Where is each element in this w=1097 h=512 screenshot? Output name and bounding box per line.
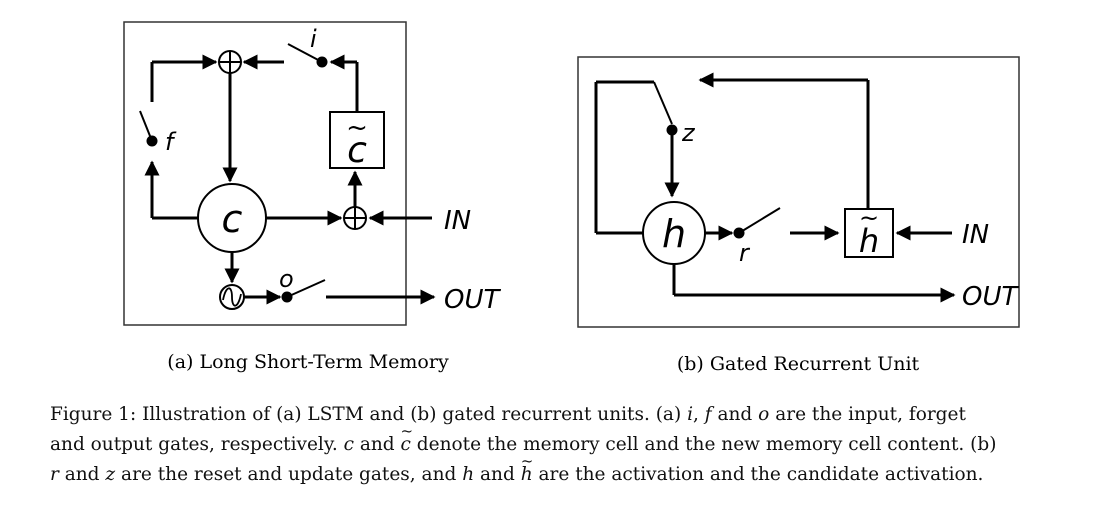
gru-reset-gate-label: r [739, 239, 751, 267]
lstm-right-adder [343, 206, 367, 230]
lstm-tanh-node [219, 284, 245, 310]
caption-var-i: i [687, 404, 693, 425]
gru-diagram: h ~ h IN OUT z r (b) Gated Recurrent Uni… [577, 56, 1020, 375]
gru-subcaption: (b) Gated Recurrent Unit [677, 353, 920, 375]
gru-candidate-label: h [859, 222, 879, 260]
gru-update-gate-label: z [681, 119, 696, 147]
lstm-frame [123, 21, 407, 326]
lstm-output-switch [286, 279, 326, 298]
gru-output-label: OUT [962, 282, 1019, 312]
gru-candidate-tilde: ~ [859, 204, 879, 232]
lstm-output-label: OUT [444, 285, 501, 315]
caption-var-f: f [704, 404, 712, 425]
caption-var-r: r [50, 464, 59, 485]
caption-var-o: o [758, 404, 770, 425]
caption-var-c-tilde: c [401, 416, 412, 460]
lstm-candidate-label: c [347, 130, 367, 171]
lstm-subcaption: (a) Long Short-Term Memory [167, 351, 449, 373]
gru-update-switch [653, 81, 673, 125]
figure-caption: Figure 1: Illustration of (a) LSTM and (… [50, 400, 1070, 490]
lstm-input-gate-label: i [310, 25, 317, 53]
caption-var-h: h [462, 464, 475, 485]
caption-line-1: Figure 1: Illustration of (a) LSTM and (… [50, 404, 966, 425]
gru-candidate-box [844, 208, 894, 258]
lstm-forget-gate-dot [146, 135, 158, 147]
lstm-memory-cell-label: c [222, 197, 243, 241]
lstm-output-gate-label: o [279, 265, 294, 293]
gru-reset-switch [738, 207, 781, 234]
caption-var-c: c [343, 434, 354, 455]
caption-var-h-tilde: h [521, 446, 533, 490]
lstm-top-adder [218, 50, 242, 74]
lstm-candidate-box [329, 111, 385, 169]
lstm-diagram: c ~ c IN OUT i f o (a) Long Short-Ter [123, 21, 501, 373]
caption-var-z: z [105, 464, 116, 485]
gru-frame [577, 56, 1020, 328]
caption-line-2: and output gates, respectively. c and c … [50, 416, 1070, 460]
caption-line-3: r and z are the reset and update gates, … [50, 446, 1070, 490]
lstm-input-label: IN [444, 206, 471, 236]
lstm-input-switch [287, 43, 323, 63]
gru-input-label: IN [962, 220, 989, 250]
gru-activation-label: h [662, 212, 686, 256]
lstm-candidate-tilde: ~ [346, 113, 368, 143]
